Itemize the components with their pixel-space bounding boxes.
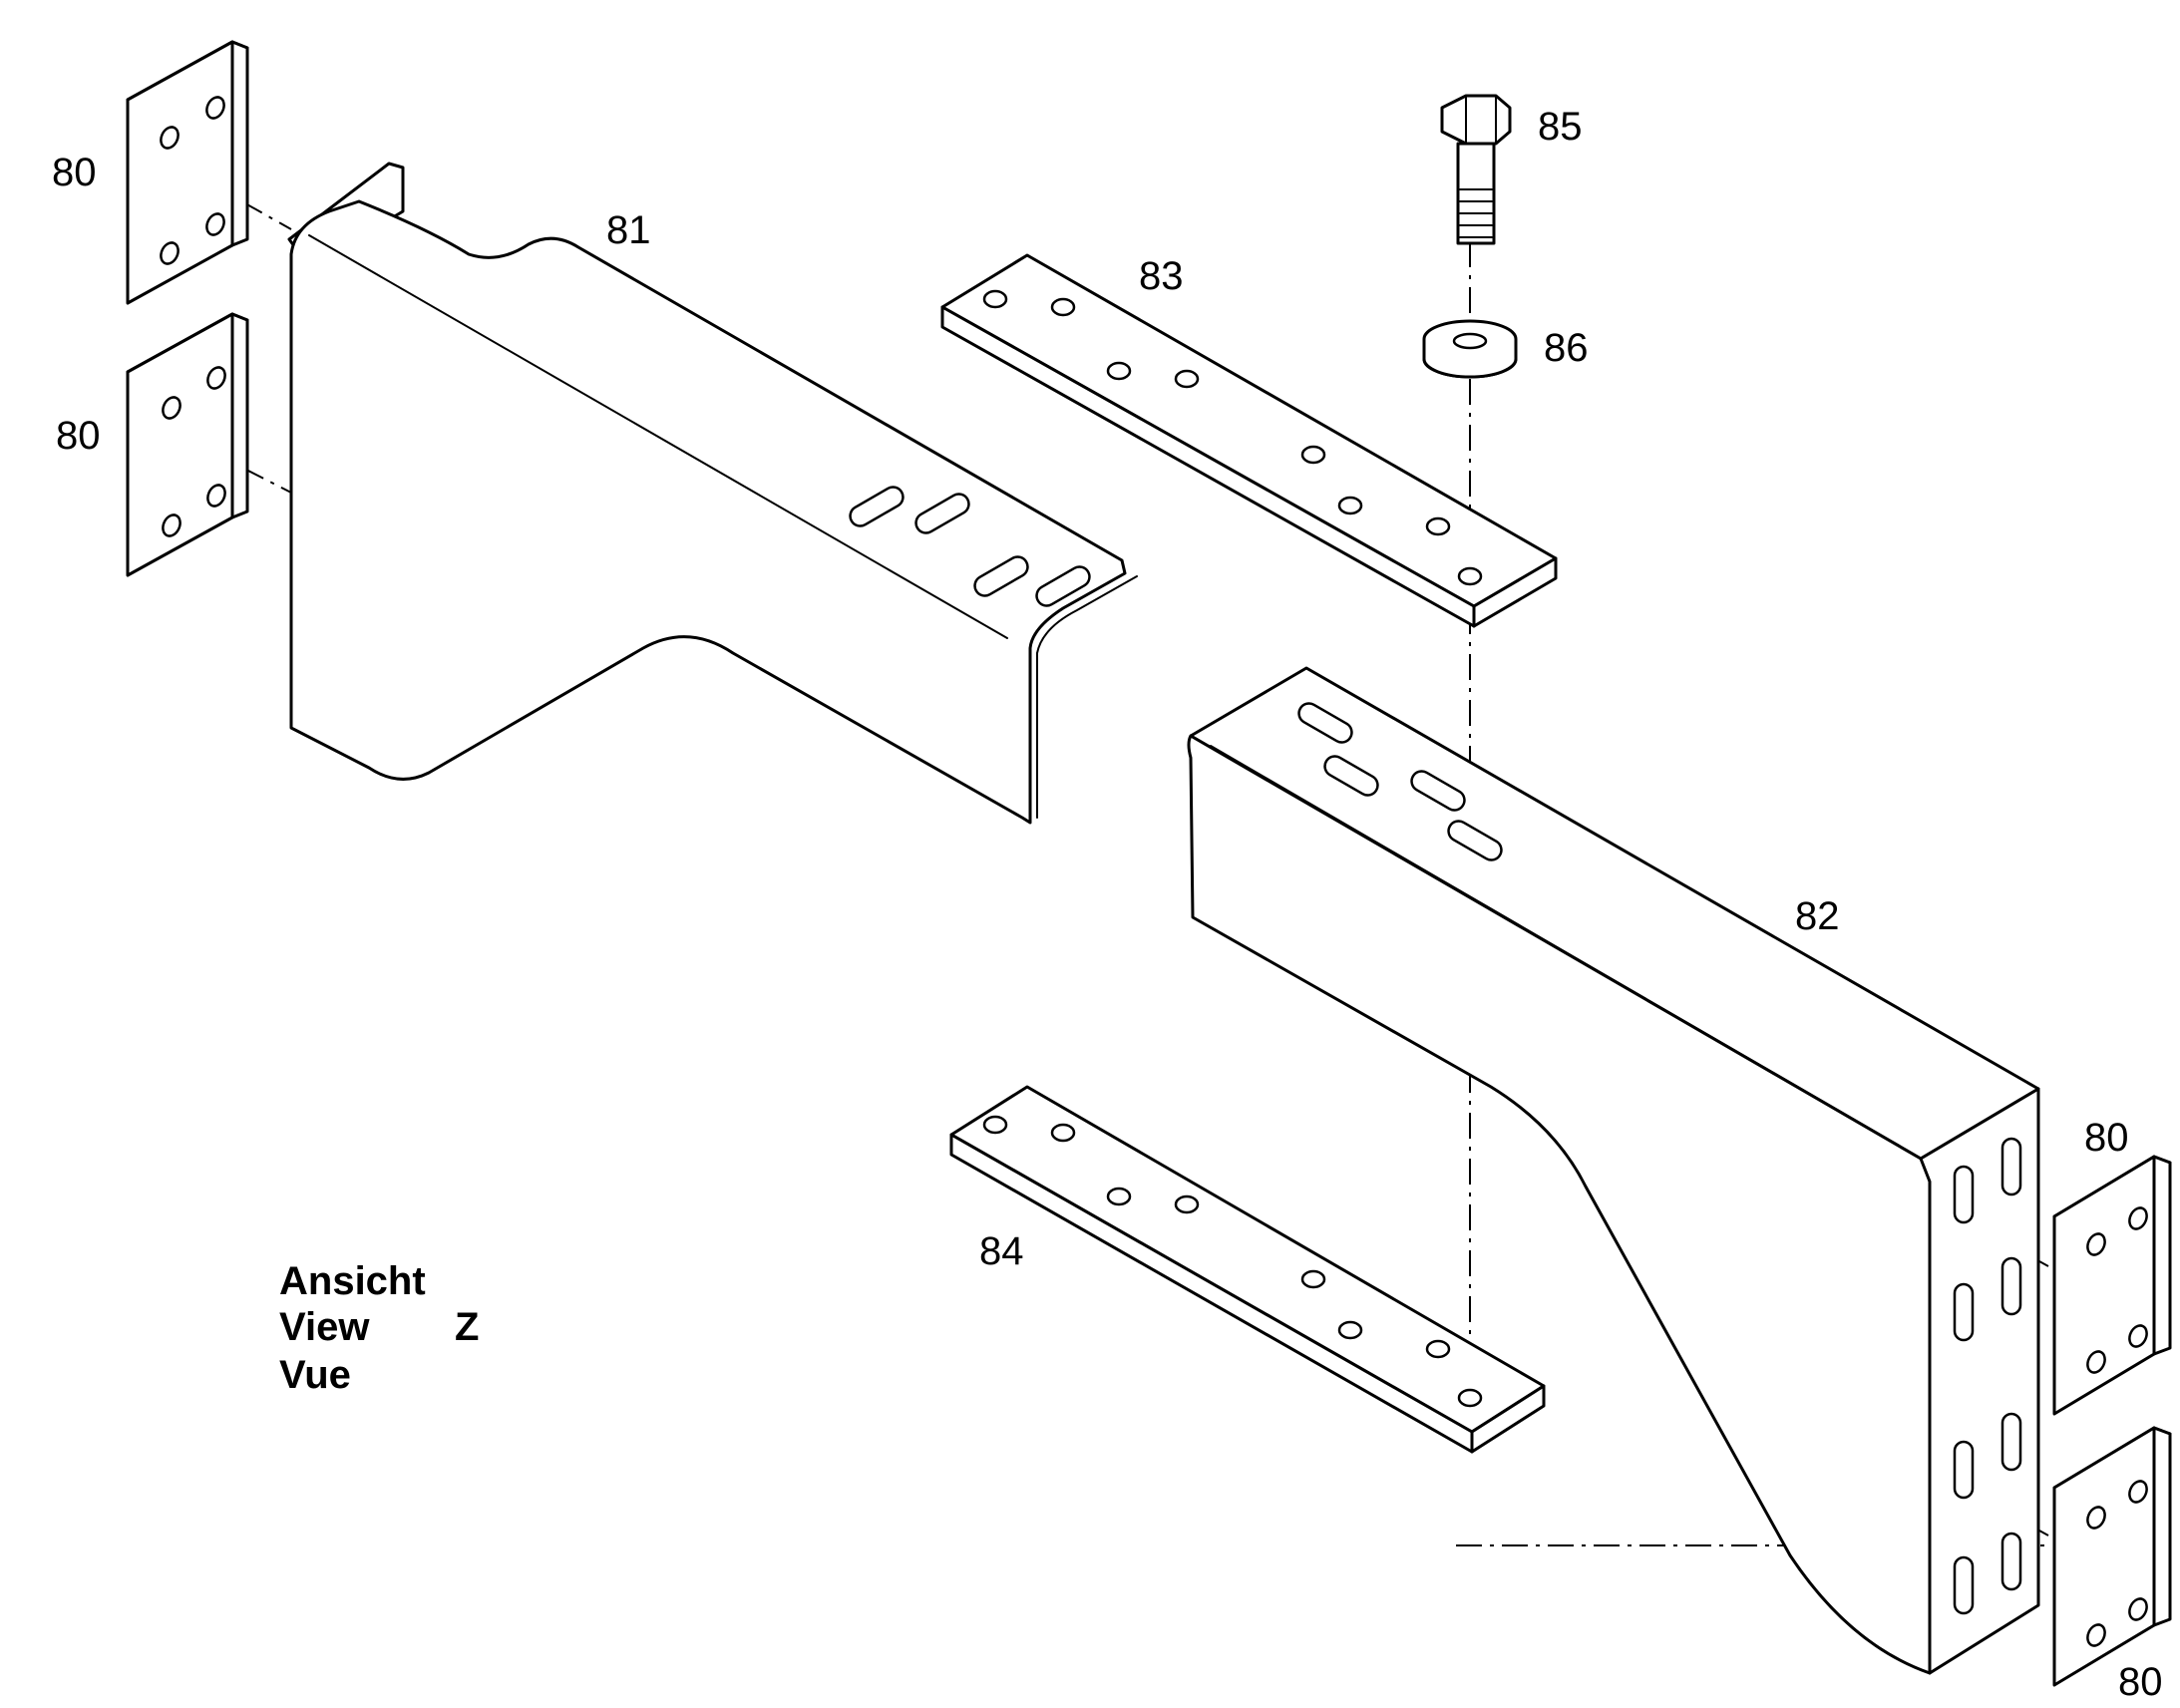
view-letter: Z bbox=[455, 1305, 479, 1349]
plate-80-bottom-right bbox=[2052, 1426, 2172, 1687]
washer-86 bbox=[1422, 319, 1518, 379]
view-label-french: Vue bbox=[279, 1353, 351, 1397]
label-85: 85 bbox=[1538, 105, 1583, 149]
plate-80-top-left bbox=[126, 40, 249, 305]
plate-80-top-right bbox=[2052, 1155, 2172, 1416]
view-label-german: Ansicht bbox=[279, 1259, 426, 1303]
bolt-85 bbox=[1440, 94, 1512, 245]
view-label-english: View bbox=[279, 1305, 370, 1349]
plate-80-mid-left bbox=[126, 312, 249, 577]
label-80-bottom-right: 80 bbox=[2118, 1660, 2163, 1704]
label-84: 84 bbox=[979, 1229, 1024, 1273]
view-label: Ansicht View Vue Z bbox=[279, 1259, 479, 1397]
label-81: 81 bbox=[606, 208, 651, 252]
label-80-top-left: 80 bbox=[52, 151, 97, 194]
strip-83-upper bbox=[940, 253, 1558, 628]
label-80-top-right: 80 bbox=[2084, 1116, 2129, 1160]
part-number-labels: 80 80 81 83 85 86 82 84 80 80 bbox=[52, 105, 2163, 1704]
bracket-82-right bbox=[1187, 666, 2040, 1675]
strip-84-lower bbox=[949, 1085, 1546, 1454]
label-86: 86 bbox=[1544, 326, 1589, 370]
bracket-81-left bbox=[287, 162, 1138, 825]
label-83: 83 bbox=[1139, 254, 1184, 298]
label-80-mid-left: 80 bbox=[56, 414, 101, 458]
label-82: 82 bbox=[1795, 894, 1840, 938]
